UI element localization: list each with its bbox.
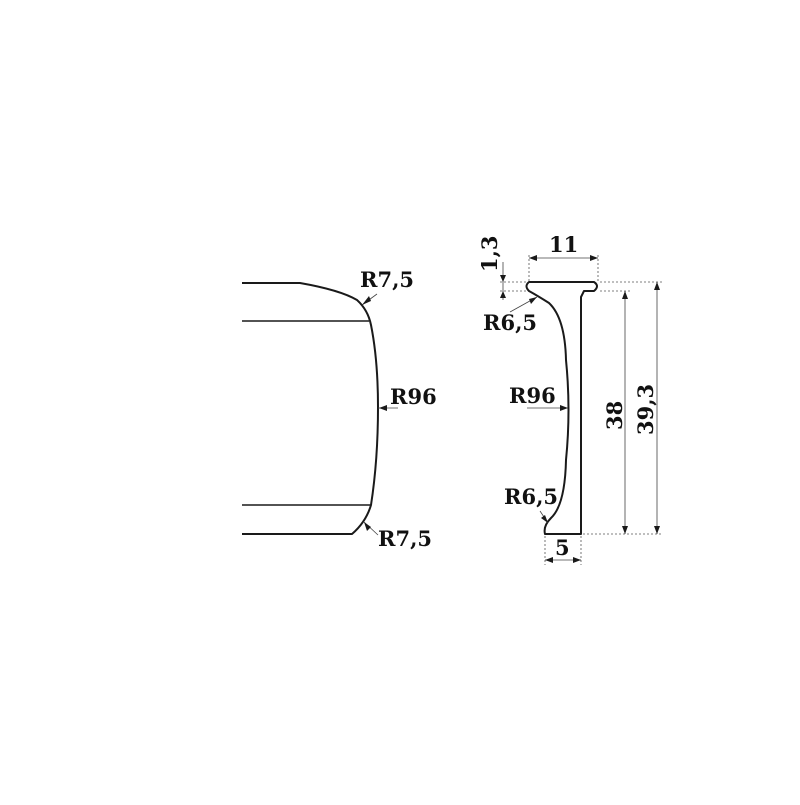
- dim-arrow: [500, 275, 506, 282]
- dim-arrow: [622, 526, 628, 534]
- dim-arrow: [654, 526, 660, 534]
- leader-arrow: [541, 515, 548, 523]
- side-view-outline: [242, 282, 379, 535]
- label-side-radius-bottom: R7,5: [378, 526, 432, 551]
- dim-arrow: [622, 291, 628, 299]
- dim-arrow: [529, 255, 537, 261]
- label-dim-base: 5: [555, 535, 570, 560]
- leader-arrow: [379, 405, 387, 411]
- dim-arrow: [654, 282, 660, 290]
- leader-arrow: [362, 296, 371, 305]
- leader-arrow: [560, 405, 568, 411]
- dim-arrow: [573, 557, 581, 563]
- label-dim-width: 11: [549, 232, 578, 257]
- dim-arrow: [545, 557, 553, 563]
- leader-arrow: [364, 522, 371, 531]
- label-profile-radius-bottom: R6,5: [504, 484, 558, 509]
- label-side-radius-middle: R96: [390, 384, 437, 409]
- side-view: R7,5 R96 R7,5: [242, 267, 437, 551]
- label-dim-inner-height: 38: [602, 401, 627, 430]
- dim-arrow: [590, 255, 598, 261]
- label-profile-radius-middle: R96: [509, 383, 556, 408]
- profile-outline: [525, 281, 598, 535]
- label-dim-total-height: 39,3: [633, 384, 658, 435]
- dim-arrow: [500, 291, 506, 298]
- profile-view: 1,3 11 R6,5 R96 R6,5 5 38: [477, 232, 663, 565]
- label-side-radius-top: R7,5: [360, 267, 414, 292]
- label-profile-radius-top: R6,5: [483, 310, 537, 335]
- leader-arrow: [529, 297, 537, 304]
- label-dim-thickness: 1,3: [477, 235, 502, 272]
